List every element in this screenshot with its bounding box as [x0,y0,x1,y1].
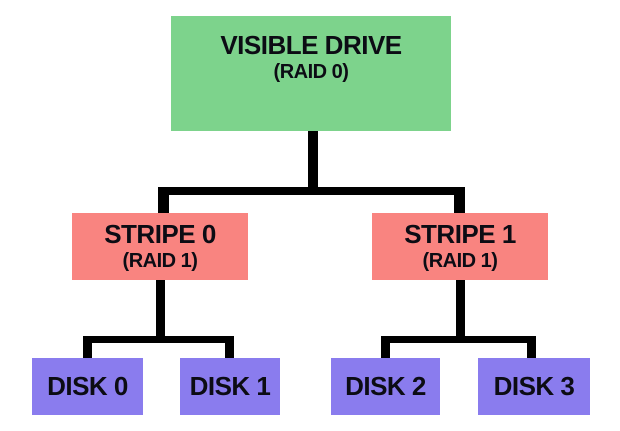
node-title: DISK 2 [345,371,426,402]
connector-drop-stripe-1 [454,187,465,213]
node-title: DISK 0 [47,371,128,402]
node-stripe-0: STRIPE 0 (RAID 1) [72,213,248,280]
connector-stripe-1-crossbar [381,336,536,343]
connector-stripe-1-stem [456,280,465,343]
connector-drop-stripe-0 [158,187,169,213]
node-subtitle: (RAID 1) [422,249,498,272]
node-disk-2: DISK 2 [331,358,440,415]
node-disk-0: DISK 0 [32,358,143,415]
node-title: STRIPE 0 [104,219,216,250]
node-title: STRIPE 1 [404,219,516,250]
node-disk-3: DISK 3 [478,358,590,415]
connector-root-trunk [308,131,318,195]
node-visible-drive: VISIBLE DRIVE (RAID 0) [171,16,451,131]
node-disk-1: DISK 1 [180,358,280,415]
connector-drop-disk-2 [381,336,390,358]
node-title: DISK 1 [189,371,271,402]
connector-stripe-0-stem [156,280,165,343]
node-title: VISIBLE DRIVE [220,30,402,61]
node-title: DISK 3 [493,371,575,402]
connector-drop-disk-0 [83,336,92,358]
connector-root-crossbar [158,187,465,195]
connector-drop-disk-1 [225,336,234,358]
connector-stripe-0-crossbar [83,336,234,343]
connector-drop-disk-3 [527,336,536,358]
node-stripe-1: STRIPE 1 (RAID 1) [372,213,548,280]
node-subtitle: (RAID 0) [273,60,349,83]
node-subtitle: (RAID 1) [122,249,198,272]
